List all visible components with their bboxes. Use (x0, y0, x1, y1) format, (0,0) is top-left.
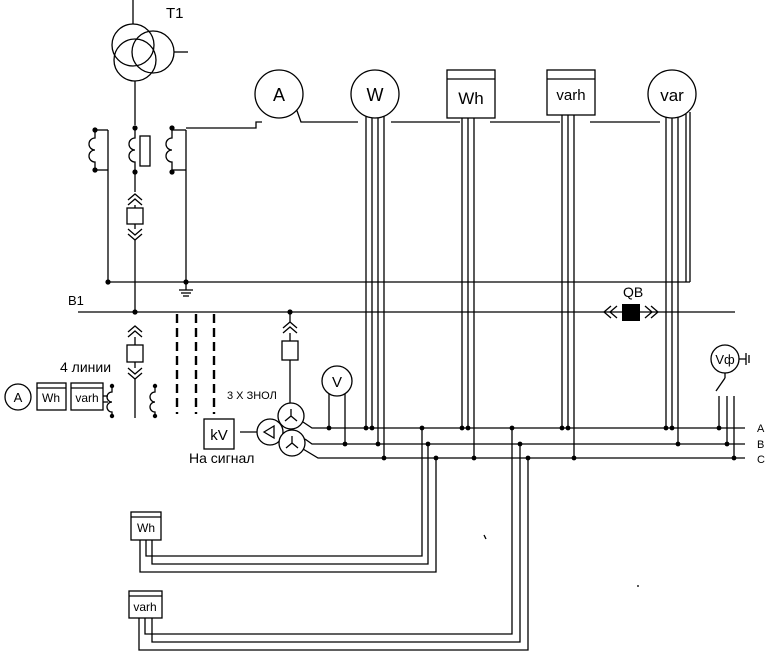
breaker-label: QB (623, 284, 643, 300)
feeder-branch: 4 линии (60, 325, 158, 419)
remote-varh-meter: varh (128, 428, 529, 651)
bus-label: B1 (68, 293, 84, 308)
vt-label: 3 Х ЗНОЛ (227, 390, 277, 402)
varh-meter-label: varh (556, 87, 585, 104)
relay-label: kV (210, 427, 228, 444)
vt-branch: 3 Х ЗНОЛ (227, 312, 299, 405)
phase-b-label: B (757, 439, 764, 451)
remote-wh-label: Wh (137, 521, 155, 535)
phase-labels: A B C (757, 423, 765, 466)
transformer-label: T1 (166, 5, 184, 22)
feeder-meters: A Wh varh (4, 382, 104, 411)
neutral-line (105, 279, 690, 297)
breaker-qb: QB (603, 284, 659, 321)
varmeter: var (647, 69, 697, 119)
ammeter: A (254, 69, 304, 119)
phase-voltmeter: Vф (710, 344, 750, 458)
wattmeter-label: W (367, 85, 384, 105)
varmeter-label: var (660, 86, 684, 105)
feeder-varh-label: varh (75, 391, 98, 405)
phase-c-label: C (757, 454, 765, 466)
relay-caption: На сигнал (189, 450, 254, 466)
dashed-feeders (175, 314, 216, 414)
voltage-relay: kV На сигнал (189, 418, 254, 466)
active-energy-meter: Wh (446, 69, 496, 119)
voltage-transformer (240, 402, 745, 459)
wh-meter-label: Wh (458, 89, 484, 108)
wattmeter: W (350, 69, 400, 119)
disconnector-upper (126, 193, 144, 312)
remote-wh-meter: Wh (130, 428, 437, 573)
breaker-body (622, 304, 640, 321)
feeder-label: 4 линии (60, 359, 111, 375)
phase-a-label: A (757, 423, 765, 435)
phase-junctions (326, 425, 737, 461)
phase-voltmeter-label: Vф (715, 352, 735, 367)
ammeter-label: A (273, 85, 285, 105)
current-transformers (88, 125, 187, 282)
feeder-ammeter-label: A (14, 390, 23, 405)
remote-varh-label: varh (133, 600, 156, 614)
reactive-energy-meter: varh (546, 69, 596, 116)
feeder-wh-label: Wh (42, 391, 60, 405)
bus-voltmeter: V (321, 365, 353, 444)
current-circuit (186, 107, 691, 458)
transformer-t1: T1 (111, 0, 188, 125)
voltmeter-label: V (332, 374, 342, 391)
